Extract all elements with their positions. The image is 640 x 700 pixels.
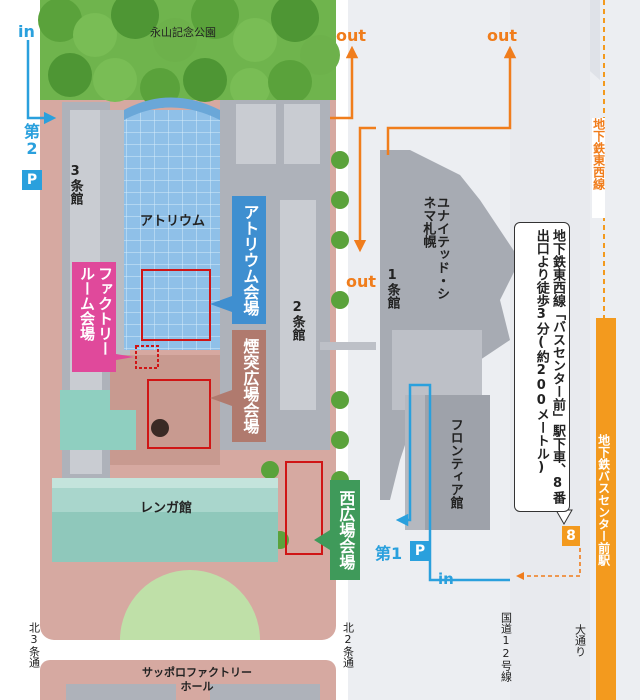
parking-1-label: 第1 [375, 544, 403, 563]
street-route12: 国道12号線 [499, 612, 513, 682]
atrium-venue-callout: アトリウム会場 [232, 196, 266, 324]
street-odori: 大通り [573, 624, 587, 657]
building-atrium-label: アトリウム [140, 214, 206, 229]
west-plaza-callout: 西広場会場 [330, 480, 360, 580]
out-label-top1: out [336, 26, 367, 45]
chimney-venue-callout: 煙突広場会場 [232, 330, 266, 442]
building-1jo-label: 1条館 [384, 268, 400, 309]
parking-2-p-icon: P [22, 170, 42, 190]
atrium-venue-outline [141, 269, 211, 341]
building-renga-label: レンガ館 [140, 501, 193, 516]
in-label-bottom: in [438, 570, 454, 588]
building-3jo-label: 3条館 [67, 164, 83, 205]
park-label: 永山記念公園 [150, 26, 216, 39]
directions-note: 地下鉄東西線「バスセンター前」駅下車、8番出口より徒歩3分(約200メートル) [514, 222, 570, 512]
plaza-lawn [120, 570, 260, 640]
factory-room-outline [135, 345, 159, 369]
bridge [320, 342, 376, 350]
tozai-line-label: 地下鉄東西線 [592, 118, 606, 218]
building-frontier-label: フロンティア館 [447, 418, 463, 509]
street-kita2: 北2条通 [341, 622, 355, 668]
exit-8-badge: 8 [562, 526, 580, 546]
walk-route [516, 548, 581, 580]
courtyard [60, 355, 220, 465]
park-trees [38, 0, 340, 108]
building-hall [40, 660, 336, 700]
subway-station-label: 地下鉄バスセンター前駅 [596, 434, 611, 566]
building-2jo-label: 2条館 [289, 300, 305, 341]
factory-room-callout: ファクトリールーム会場 [72, 262, 116, 372]
orange-routes [330, 45, 517, 253]
chimney-venue-outline [147, 379, 211, 449]
west-plaza-outline [285, 461, 323, 555]
in-label-left: in [18, 22, 35, 41]
building-renga [52, 478, 278, 562]
out-label-mid: out [346, 272, 377, 291]
atrium-roof [124, 97, 222, 350]
blue-routes [26, 40, 510, 582]
subway-station-bar [596, 318, 616, 700]
building-cinema-label: ユナイテッド・シネマ札幌 [420, 196, 449, 300]
venue-outlines [135, 269, 323, 555]
parking-2-label: 第 2 [23, 122, 40, 158]
parking-1-p-icon: P [410, 541, 430, 561]
building-hall-label: サッポロファクトリーホール [142, 666, 252, 693]
street-kita3: 北3条通 [27, 622, 41, 668]
out-label-top2: out [487, 26, 518, 45]
